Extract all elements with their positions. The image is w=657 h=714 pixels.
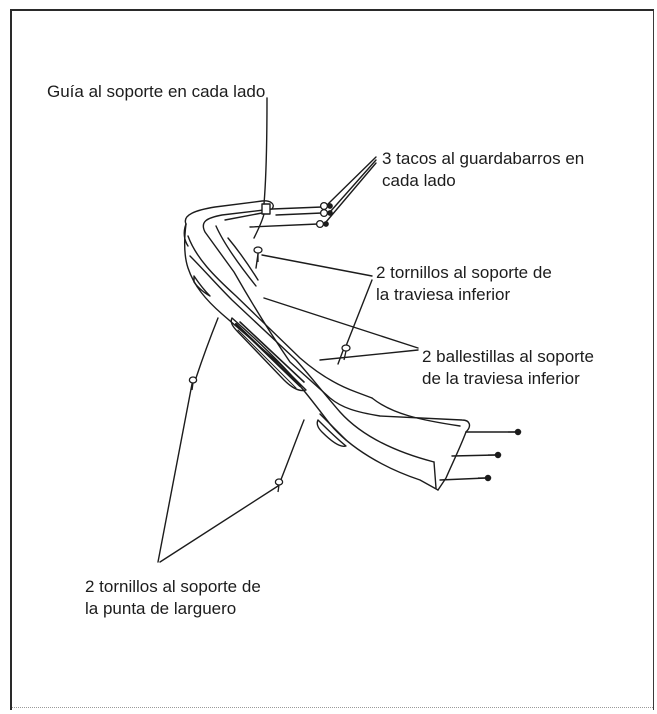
bumper-left-vent: [193, 275, 211, 297]
plugs-callout-2: [329, 159, 377, 213]
plug-fastener-1: [319, 201, 333, 211]
bumper-left-corner: [183, 223, 189, 247]
label-guide: Guía al soporte en cada lado: [47, 82, 266, 101]
label-plugs-line1: 3 tacos al guardabarros en: [382, 149, 585, 168]
plug-lead-1: [271, 206, 323, 210]
grille-slat-3: [237, 329, 297, 389]
plug-lead-3: [249, 223, 319, 228]
tip-screw-2: [274, 478, 284, 493]
tip-screws-callout-1: [157, 383, 193, 563]
frame-bottom-edge: [12, 701, 653, 708]
label-lower-screws-line1: 2 tornillos al soporte de: [376, 263, 552, 282]
label-clips-line2: de la traviesa inferior: [422, 369, 580, 388]
bumper-inner-line-2: [224, 212, 263, 221]
grille-slat-2: [239, 321, 305, 383]
bumper-bottom-return: [433, 461, 437, 489]
lower-screw-2: [341, 344, 351, 361]
tip-screw-1: [188, 376, 198, 391]
tip-screw-line-1: [195, 317, 219, 379]
label-plugs-line2: cada lado: [382, 171, 456, 190]
clips-callout-2: [319, 349, 419, 361]
bumper-right-end: [437, 431, 467, 491]
bumper-top-outline: [184, 200, 471, 433]
plugs-callout-1: [327, 156, 377, 205]
diagram-frame: [10, 9, 654, 710]
plug-fastener-2: [319, 208, 333, 218]
label-clips-line1: 2 ballestillas al soporte: [422, 347, 594, 366]
bumper-inner-line: [215, 225, 257, 287]
label-tip-screws-line2: la punta de larguero: [85, 599, 237, 618]
lower-screw-callout-2: [345, 279, 373, 347]
guide-stem: [263, 97, 268, 205]
clips-callout-1: [263, 297, 419, 349]
bumper-right-end-inner: [371, 397, 461, 427]
right-screw-1: [508, 428, 522, 436]
bumper-lower-crease: [189, 255, 435, 463]
plug-fastener-3: [315, 219, 329, 229]
bumper-upper-face-edge: [187, 235, 373, 399]
grille-slat-1: [234, 322, 302, 388]
plug-lead-2: [275, 212, 323, 216]
tip-screws-callout-2: [159, 485, 279, 563]
right-lamp-recess: [316, 419, 347, 447]
label-tip-screws-line1: 2 tornillos al soporte de: [85, 577, 261, 596]
right-screw-2: [488, 451, 502, 459]
label-lower-screws-line2: la traviesa inferior: [376, 285, 511, 304]
plugs-callout-3: [325, 162, 377, 223]
lower-screw-1: [253, 246, 263, 262]
right-screw-3: [478, 474, 492, 482]
right-lamp-detail: [319, 413, 347, 441]
lower-screw-callout-1: [261, 254, 373, 277]
grille-recess: [230, 317, 307, 392]
bumper-inner-line-3: [227, 237, 259, 281]
tip-screw-line-2: [279, 419, 305, 483]
guide-bracket: [261, 203, 271, 215]
